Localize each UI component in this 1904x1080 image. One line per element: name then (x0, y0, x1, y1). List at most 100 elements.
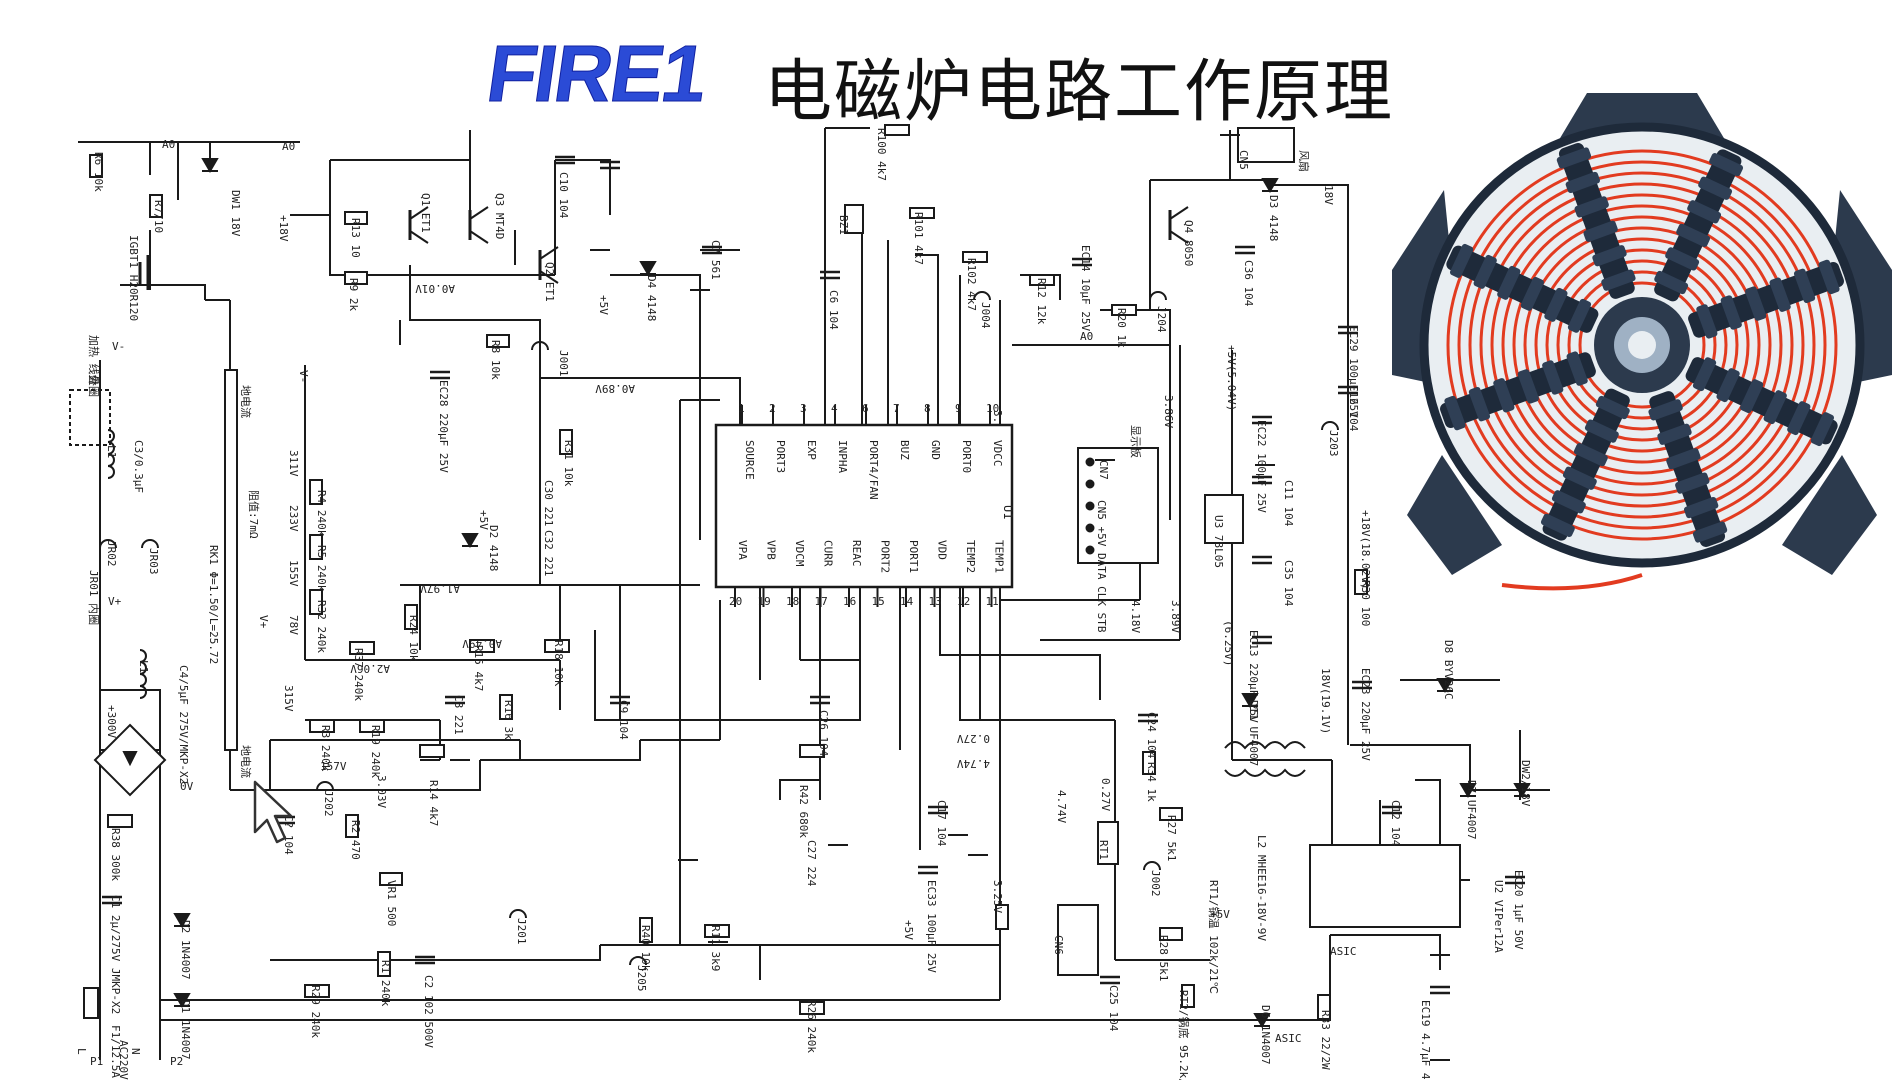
ic-pin-name: PORT4/FAN (867, 440, 880, 500)
ic-pin-number: 6 (862, 402, 869, 415)
component-label: EC14 10μF 25V (1079, 245, 1092, 331)
net-label: L (75, 1048, 88, 1055)
parts (69, 124, 1531, 1061)
component-label: R40 10k (639, 925, 652, 972)
ic-pin-name: TEMP2 (964, 540, 977, 573)
net-label: +300V (105, 705, 118, 738)
component-label: U2 VIPer12A (1492, 880, 1505, 953)
component-label: IGBT1 H20R120 (127, 235, 140, 321)
component-label: R20 1k (1115, 308, 1128, 348)
component-label: R42 680k (797, 785, 810, 838)
component-label: Q2 ET1 (543, 262, 556, 302)
component-label: BZ1 (837, 215, 850, 235)
net-label: A0 (1080, 330, 1093, 343)
net-label: 3.89V (1169, 600, 1182, 633)
net-label: 0.27V (957, 732, 990, 745)
component-label: R1 240k (379, 960, 392, 1007)
net-label: 3.86V (1162, 395, 1175, 428)
net-label: 0V (180, 780, 194, 793)
net-label: A0 (162, 138, 175, 151)
net-label: V- (297, 370, 310, 383)
component-label: EC29 100μF 25V (1347, 325, 1360, 418)
component-label: L1 (105, 445, 118, 458)
net-label: ASIC (1275, 1032, 1302, 1045)
heating-coil-photo (1392, 93, 1892, 591)
net-label: A0 (282, 140, 295, 153)
ic-pin-name: PORT1 (907, 540, 920, 573)
ic-pin-number: 20 (729, 595, 742, 608)
component-label: R18 10k (552, 640, 565, 687)
ic-pin-number: 13 (929, 595, 942, 608)
component-label: R102 4k7 (965, 258, 978, 311)
ic-pin-number: 17 (815, 595, 828, 608)
component-label: C32 221 (542, 530, 555, 576)
net-label: 157V (320, 760, 347, 773)
component-label: C12 104 (1389, 800, 1402, 847)
component-label: C1 2μ/275V JMKP-X2 (109, 895, 122, 1014)
net-label: A0.49V (462, 637, 502, 650)
component-label: D3 4148 (1267, 195, 1280, 241)
ic-pin-name: SOURCE (743, 440, 756, 480)
component-label: C4/5μF 275V/MKP-X2 (177, 665, 190, 784)
component-label: R3 240k (319, 725, 332, 772)
component-label: DW2/18V (1519, 760, 1532, 807)
ic-pin-number: 11 (986, 595, 999, 608)
component-label: RK1 Φ=1.50/L=25.72 (207, 545, 220, 664)
component-label: F1/12.5A (109, 1025, 122, 1078)
component-label: R33 22/2W (1319, 1010, 1332, 1070)
component-label: R6 10k (92, 152, 105, 192)
component-label: P2 (170, 1055, 183, 1068)
component-label: R32 240k (315, 600, 328, 653)
net-label: 地电流 (239, 745, 253, 778)
ic-pin-number: 15 (872, 595, 885, 608)
component-label: R30 100 (1359, 580, 1372, 626)
component-label: CN5 (1237, 150, 1250, 170)
net-label: 4.18V (1129, 600, 1142, 633)
component-label: CN7 (1097, 460, 1110, 480)
component-label: R12 12k (1035, 278, 1048, 325)
net-label: +5V(5.04V) (1225, 345, 1238, 411)
component-label: D2 4148 (487, 525, 500, 571)
component-label: D6 1N4007 (1259, 1005, 1272, 1065)
component-label: C8 221 (452, 695, 465, 735)
ic-pin-number: 18 (786, 595, 799, 608)
component-label: C9 104 (617, 700, 630, 740)
component-label: R34 1k (1145, 762, 1158, 802)
component-label: R100 4k7 (875, 128, 888, 181)
net-label: 155V (287, 560, 300, 587)
component-label: R101 4k7 (912, 212, 925, 265)
ic-pin-name: PORT3 (774, 440, 787, 473)
net-label: 3.25V (991, 880, 1004, 913)
component-label: P1 (90, 1055, 103, 1068)
net-label: A0.01V (415, 282, 455, 295)
net-label: ASIC (1330, 945, 1357, 958)
component-label: J002 (1149, 870, 1162, 897)
ic-pin-number: 4 (831, 402, 838, 415)
ic-pin-name: VPA (736, 540, 749, 560)
component-label: R7/10 (152, 200, 165, 233)
net-label: 233V (287, 505, 300, 532)
ic-pin-name: PORT2 (879, 540, 892, 573)
ic-pin-name: CURR (822, 540, 835, 567)
component-label: 加热 线盘 (87, 335, 101, 386)
component-label: VR1 500 (385, 880, 398, 926)
net-label: +5V (477, 510, 490, 530)
component-label: R9 2k (347, 278, 360, 311)
component-label: EC19 4.7μF 400V (1419, 1000, 1432, 1080)
component-label: D11 UF4007 (1247, 700, 1260, 766)
ic-pin-name: INPHA (836, 440, 849, 473)
component-label: R19 240k (369, 725, 382, 778)
component-label: C6 104 (827, 290, 840, 330)
component-label: RT1/锅温 102k/21℃ (1207, 880, 1220, 994)
component-label: J203 (1327, 430, 1340, 457)
component-label: C3/0.3μF (132, 440, 145, 493)
component-label: R38 300k (109, 828, 122, 881)
ic-ref: U1 (1001, 505, 1015, 519)
net-label: N (129, 1048, 142, 1055)
net-label: +18V (277, 215, 290, 242)
ic-pin-number: 7 (893, 402, 900, 415)
net-label: CN5 +5V DATA CLK STB (1095, 500, 1108, 633)
component-label: C24 104 (1145, 712, 1158, 759)
